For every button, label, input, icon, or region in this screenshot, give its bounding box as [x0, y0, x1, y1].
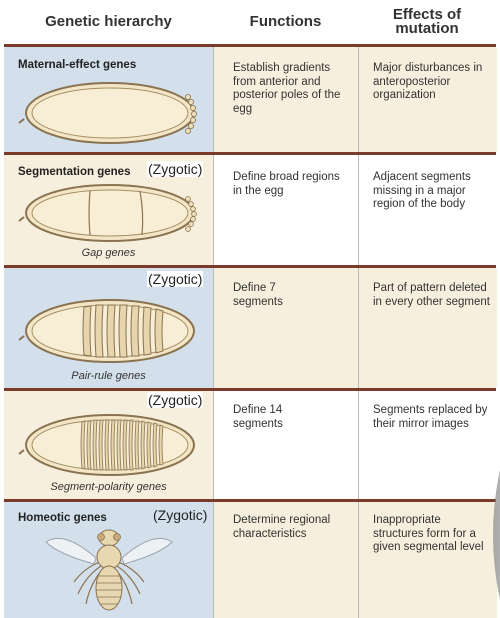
row-caption: Segment-polarity genes — [50, 481, 167, 493]
effect-text: Segments replaced by their mirror images — [373, 404, 488, 430]
function-text: Define broad regions in the egg — [233, 171, 340, 197]
effect-cell — [358, 391, 497, 499]
row-homeotic-genes: Homeotic genes (Zygotic) Determine regio… — [4, 502, 497, 618]
function-cell — [213, 502, 359, 618]
row-segment-polarity-genes: (Zygotic) Segment-polarity genes Define … — [4, 391, 497, 499]
row-label: Homeotic genes — [18, 512, 107, 524]
effect-cell — [358, 155, 497, 265]
row-label: Maternal-effect genes — [18, 59, 137, 71]
row-separator — [4, 499, 496, 502]
egg-gap-diagram — [18, 184, 197, 242]
effect-text: Adjacent segments missing in a major reg… — [373, 171, 471, 210]
header-genetic-hierarchy: Genetic hierarchy — [45, 13, 172, 30]
effect-cell — [358, 268, 497, 388]
effect-text: Inappropriate structures form for a give… — [373, 514, 484, 553]
egg-maternal-diagram — [18, 82, 197, 144]
function-cell — [213, 47, 359, 152]
zygotic-note: (Zygotic) — [153, 507, 208, 523]
function-cell — [213, 155, 359, 265]
fruit-fly-illustration — [45, 529, 173, 611]
function-text: Define 14 segments — [233, 404, 283, 430]
effect-cell — [358, 47, 497, 152]
zygotic-note: (Zygotic) — [147, 161, 204, 177]
effect-text: Part of pattern deleted in every other s… — [373, 282, 490, 308]
row-label: Segmentation genes — [18, 166, 131, 178]
function-cell — [213, 391, 359, 499]
zygotic-note: (Zygotic) — [147, 271, 204, 287]
header-effects-of-mutation: Effects of mutation — [392, 6, 462, 37]
egg-segment-polarity-diagram — [18, 414, 195, 476]
row-separator — [4, 265, 496, 268]
row-separator — [4, 152, 496, 155]
effect-cell — [358, 502, 497, 618]
row-caption: Gap genes — [81, 247, 136, 259]
function-text: Establish gradients from anterior and po… — [233, 62, 341, 115]
effect-text: Major disturbances in anteroposterior or… — [373, 62, 483, 101]
row-maternal-effect: Maternal-effect genes Establish gradient… — [4, 47, 497, 152]
header-functions: Functions — [249, 13, 322, 30]
row-pair-rule-genes: (Zygotic) Pair-rule genes Define 7 segme… — [4, 268, 497, 388]
function-text: Define 7 segments — [233, 282, 283, 308]
zygotic-note: (Zygotic) — [147, 392, 204, 408]
function-cell — [213, 268, 359, 388]
function-text: Determine regional characteristics — [233, 514, 331, 540]
egg-pair-rule-diagram — [18, 299, 195, 363]
page-edge-shadow — [493, 470, 500, 600]
row-gap-genes: Segmentation genes (Zygotic) Gap genes D… — [4, 155, 497, 265]
row-caption: Pair-rule genes — [71, 370, 146, 382]
header-rule — [4, 44, 496, 47]
row-separator — [4, 388, 496, 391]
